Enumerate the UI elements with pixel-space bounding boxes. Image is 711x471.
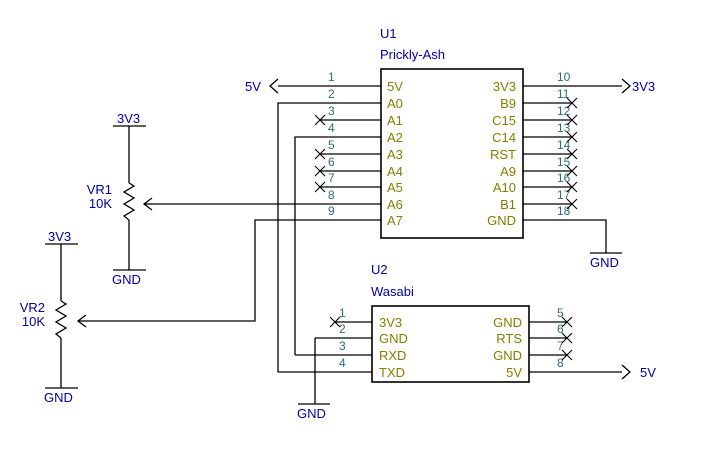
u2-no-connect-markers [329, 316, 573, 361]
u1-3v3-power-symbol: 3V3 [585, 78, 655, 94]
u2-component[interactable]: U2 Wasabi 1 2 3 4 3V3 GND RXD TXD 5 6 7 … [278, 262, 622, 383]
u1-pin9-num: 9 [328, 204, 335, 218]
u1-pin16-name: A10 [493, 180, 516, 195]
u1-3v3-label: 3V3 [632, 79, 655, 94]
vr1-top-net: 3V3 [117, 111, 140, 126]
vr2-ref: VR2 [20, 300, 45, 315]
u1-pin8-name: A6 [387, 197, 403, 212]
u1-pin3-num: 3 [328, 104, 335, 118]
u1-pin10-name: 3V3 [493, 79, 516, 94]
u2-body [371, 305, 530, 383]
u2-pin2-name: GND [379, 331, 408, 346]
u2-pin6-num: 6 [557, 322, 564, 336]
u2-pin5-num: 5 [557, 306, 564, 320]
u1-pin18-num: 18 [557, 204, 571, 218]
u1-pin2-name: A0 [387, 96, 403, 111]
u2-pin1-num: 1 [339, 306, 346, 320]
u1-gnd-symbol: GND [585, 219, 622, 270]
signal-wires [86, 102, 320, 372]
u2-pin1-name: 3V3 [379, 315, 402, 330]
u1-pin1-num: 1 [328, 70, 335, 84]
u1-gnd-label: GND [590, 255, 619, 270]
u2-right-pins: 5 6 7 8 GND RTS GND 5V [493, 306, 622, 380]
vr2-value: 10K [22, 314, 45, 329]
u1-pin3-name: A1 [387, 113, 403, 128]
u2-pin7-num: 7 [557, 339, 564, 353]
u1-pin9-name: A7 [387, 213, 403, 228]
u1-pin15-name: A9 [500, 164, 516, 179]
u1-pin6-name: A4 [387, 164, 403, 179]
u1-pin11-num: 11 [557, 87, 570, 101]
vr1-value: 10K [89, 196, 112, 211]
u2-pin3-num: 3 [339, 339, 346, 353]
u2-pin6-name: RTS [496, 331, 522, 346]
u1-5v-label: 5V [245, 79, 261, 94]
u2-pin4-num: 4 [339, 356, 346, 370]
u2-ref: U2 [371, 262, 388, 277]
vr2-bottom-net: GND [44, 390, 73, 405]
u2-value: Wasabi [371, 284, 414, 299]
u1-pin13-name: C14 [492, 130, 516, 145]
u1-pin4-num: 4 [328, 121, 335, 135]
u1-no-connect-markers [314, 97, 578, 210]
u1-pin5-name: A3 [387, 147, 403, 162]
u2-5v-power-symbol: 5V [621, 364, 656, 380]
u1-pin18-name: GND [487, 213, 516, 228]
u2-gnd-symbol: GND [297, 338, 330, 421]
u1-component[interactable]: U1 Prickly-Ash 1 2 3 4 5 6 7 8 9 5V A0 A… [314, 26, 585, 239]
u1-pin7-num: 7 [328, 171, 335, 185]
u2-pin4-name: TXD [379, 365, 405, 380]
u2-pin8-name: 5V [506, 365, 522, 380]
u1-pin2-num: 2 [328, 87, 335, 101]
u2-pin3-name: RXD [379, 348, 406, 363]
u1-pin1-name: 5V [387, 79, 403, 94]
u2-gnd-label: GND [297, 406, 326, 421]
vr1-potentiometer[interactable]: 3V3 GND VR1 10K [87, 111, 153, 287]
vr1-ref: VR1 [87, 182, 112, 197]
u1-pin8-num: 8 [328, 188, 335, 202]
u1-value: Prickly-Ash [380, 47, 445, 62]
u2-pin2-num: 2 [339, 322, 346, 336]
u2-pin7-name: GND [493, 348, 522, 363]
u1-5v-power-symbol: 5V [245, 78, 320, 94]
u1-pin16-num: 16 [557, 171, 571, 185]
u1-body [380, 68, 524, 239]
u1-left-pins: 1 2 3 4 5 6 7 8 9 5V A0 A1 A2 A3 A4 A5 A… [320, 70, 403, 228]
vr1-bottom-net: GND [112, 272, 141, 287]
u1-pin14-name: RST [490, 147, 516, 162]
u1-pin5-num: 5 [328, 138, 335, 152]
u1-pin6-num: 6 [328, 155, 335, 169]
vr2-potentiometer[interactable]: 3V3 GND VR2 10K [20, 229, 87, 405]
u1-pin10-num: 10 [557, 70, 571, 84]
vr2-top-net: 3V3 [48, 229, 71, 244]
u2-pin5-name: GND [493, 315, 522, 330]
u2-left-pins: 1 2 3 4 3V3 GND RXD TXD [278, 306, 408, 380]
u1-pin12-name: C15 [492, 113, 516, 128]
u1-pin17-name: B1 [500, 197, 516, 212]
u1-pin4-name: A2 [387, 130, 403, 145]
u1-ref: U1 [380, 26, 397, 41]
u1-right-pins: 10 11 12 13 14 15 16 17 18 3V3 B9 C15 C1… [487, 70, 585, 228]
u2-5v-label: 5V [640, 365, 656, 380]
u2-pin8-num: 8 [557, 356, 564, 370]
u1-pin11-name: B9 [500, 96, 516, 111]
u1-pin7-name: A5 [387, 180, 403, 195]
